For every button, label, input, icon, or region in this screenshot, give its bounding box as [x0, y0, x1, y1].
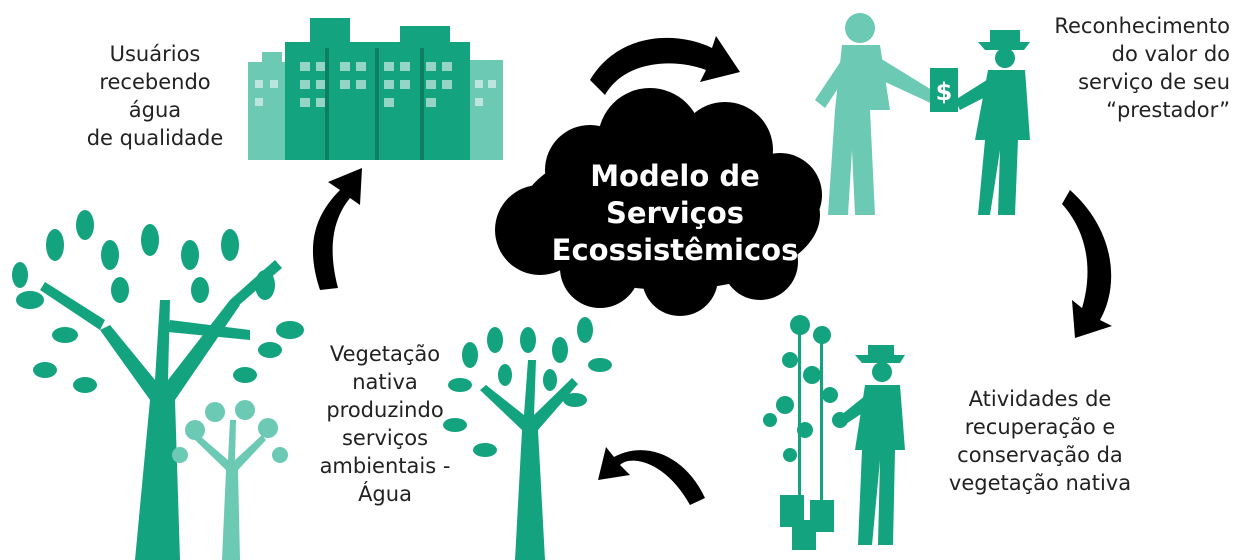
dollar-icon: $	[936, 78, 953, 106]
planting-icon	[763, 315, 905, 550]
cloud-shape	[495, 88, 822, 316]
buildings-icon	[248, 18, 503, 160]
label-line: Reconhecimento	[1054, 14, 1230, 38]
label-line: recebendo	[99, 70, 211, 94]
label-line: vegetação nativa	[948, 471, 1132, 495]
users-label: Usuários recebendo água de qualidade	[60, 40, 250, 152]
label-line: produzindo	[326, 398, 444, 422]
label-line: recuperação e	[964, 415, 1116, 439]
label-line: Vegetação	[329, 342, 441, 366]
label-line: Usuários	[109, 42, 201, 66]
label-line: ambientais -	[319, 454, 451, 478]
vegetation-label: Vegetação nativa produzindo serviços amb…	[285, 340, 485, 508]
label-line: serviço de seu	[1078, 70, 1230, 94]
arrow-right-icon	[590, 36, 740, 95]
center-title: Modelo de Serviços Ecossistêmicos	[540, 158, 810, 269]
large-tree-icon	[12, 210, 304, 560]
arrow-up-icon	[312, 168, 362, 290]
label-line: nativa	[352, 370, 418, 394]
label-line: conservação da	[957, 443, 1123, 467]
center-title-line: Modelo de	[590, 159, 760, 193]
people-exchange-icon: $	[815, 13, 1030, 215]
small-tree-icon	[443, 317, 612, 560]
label-line: serviços	[341, 426, 429, 450]
label-line: do valor do	[1111, 42, 1230, 66]
arrow-down-icon	[1062, 190, 1112, 338]
arrow-left-icon	[598, 447, 705, 505]
label-line: Água	[358, 482, 412, 506]
label-line: água	[128, 98, 182, 122]
activities-label: Atividades de recuperação e conservação …	[920, 385, 1160, 497]
label-line: de qualidade	[86, 126, 224, 150]
center-title-line: Ecossistêmicos	[551, 233, 799, 267]
center-title-line: Serviços	[605, 196, 745, 230]
label-line: Atividades de	[968, 387, 1112, 411]
recognition-label: Reconhecimento do valor do serviço de se…	[990, 12, 1230, 124]
cycle-arrows	[312, 36, 1112, 505]
label-line: “prestador”	[1106, 98, 1230, 122]
